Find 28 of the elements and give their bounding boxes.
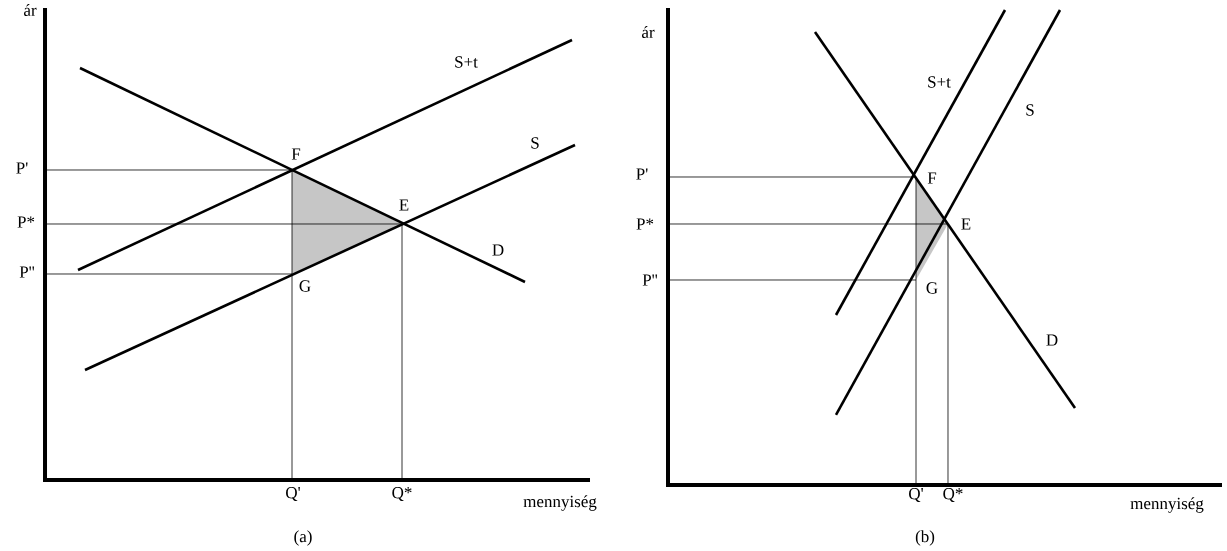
axis-label: P* [636,218,654,230]
axis-label: Q' [286,487,300,501]
axis-label: G [926,282,938,294]
axis-label: (b) [915,530,935,546]
axis-label: P'' [19,266,35,278]
axis-label: P' [16,162,28,174]
axis-label: E [399,199,409,211]
axis-label: S+t [928,76,951,88]
axis-label: (a) [294,530,312,546]
axis-label: S+t [455,56,478,68]
axis-label: P'' [642,274,658,286]
axis-label: Q* [943,488,963,502]
axis-label: mennyiség [523,495,597,511]
axis-label: D [492,244,504,256]
axis-label: ár [642,26,655,38]
axis-label: S [531,137,539,149]
axis-label: D [1046,334,1058,346]
axis-label: mennyiség [1130,497,1204,513]
axis-label: S [1026,104,1034,116]
axis-label: P* [17,216,35,228]
axis-label: Q* [392,487,412,501]
axis-label: P' [636,168,648,180]
axis-label: ár [24,4,37,16]
axis-label: F [927,172,937,184]
axis-label: F [291,148,301,160]
axis-label: Q' [909,488,923,502]
axis-label: G [299,280,311,292]
axis-label: E [961,218,971,230]
